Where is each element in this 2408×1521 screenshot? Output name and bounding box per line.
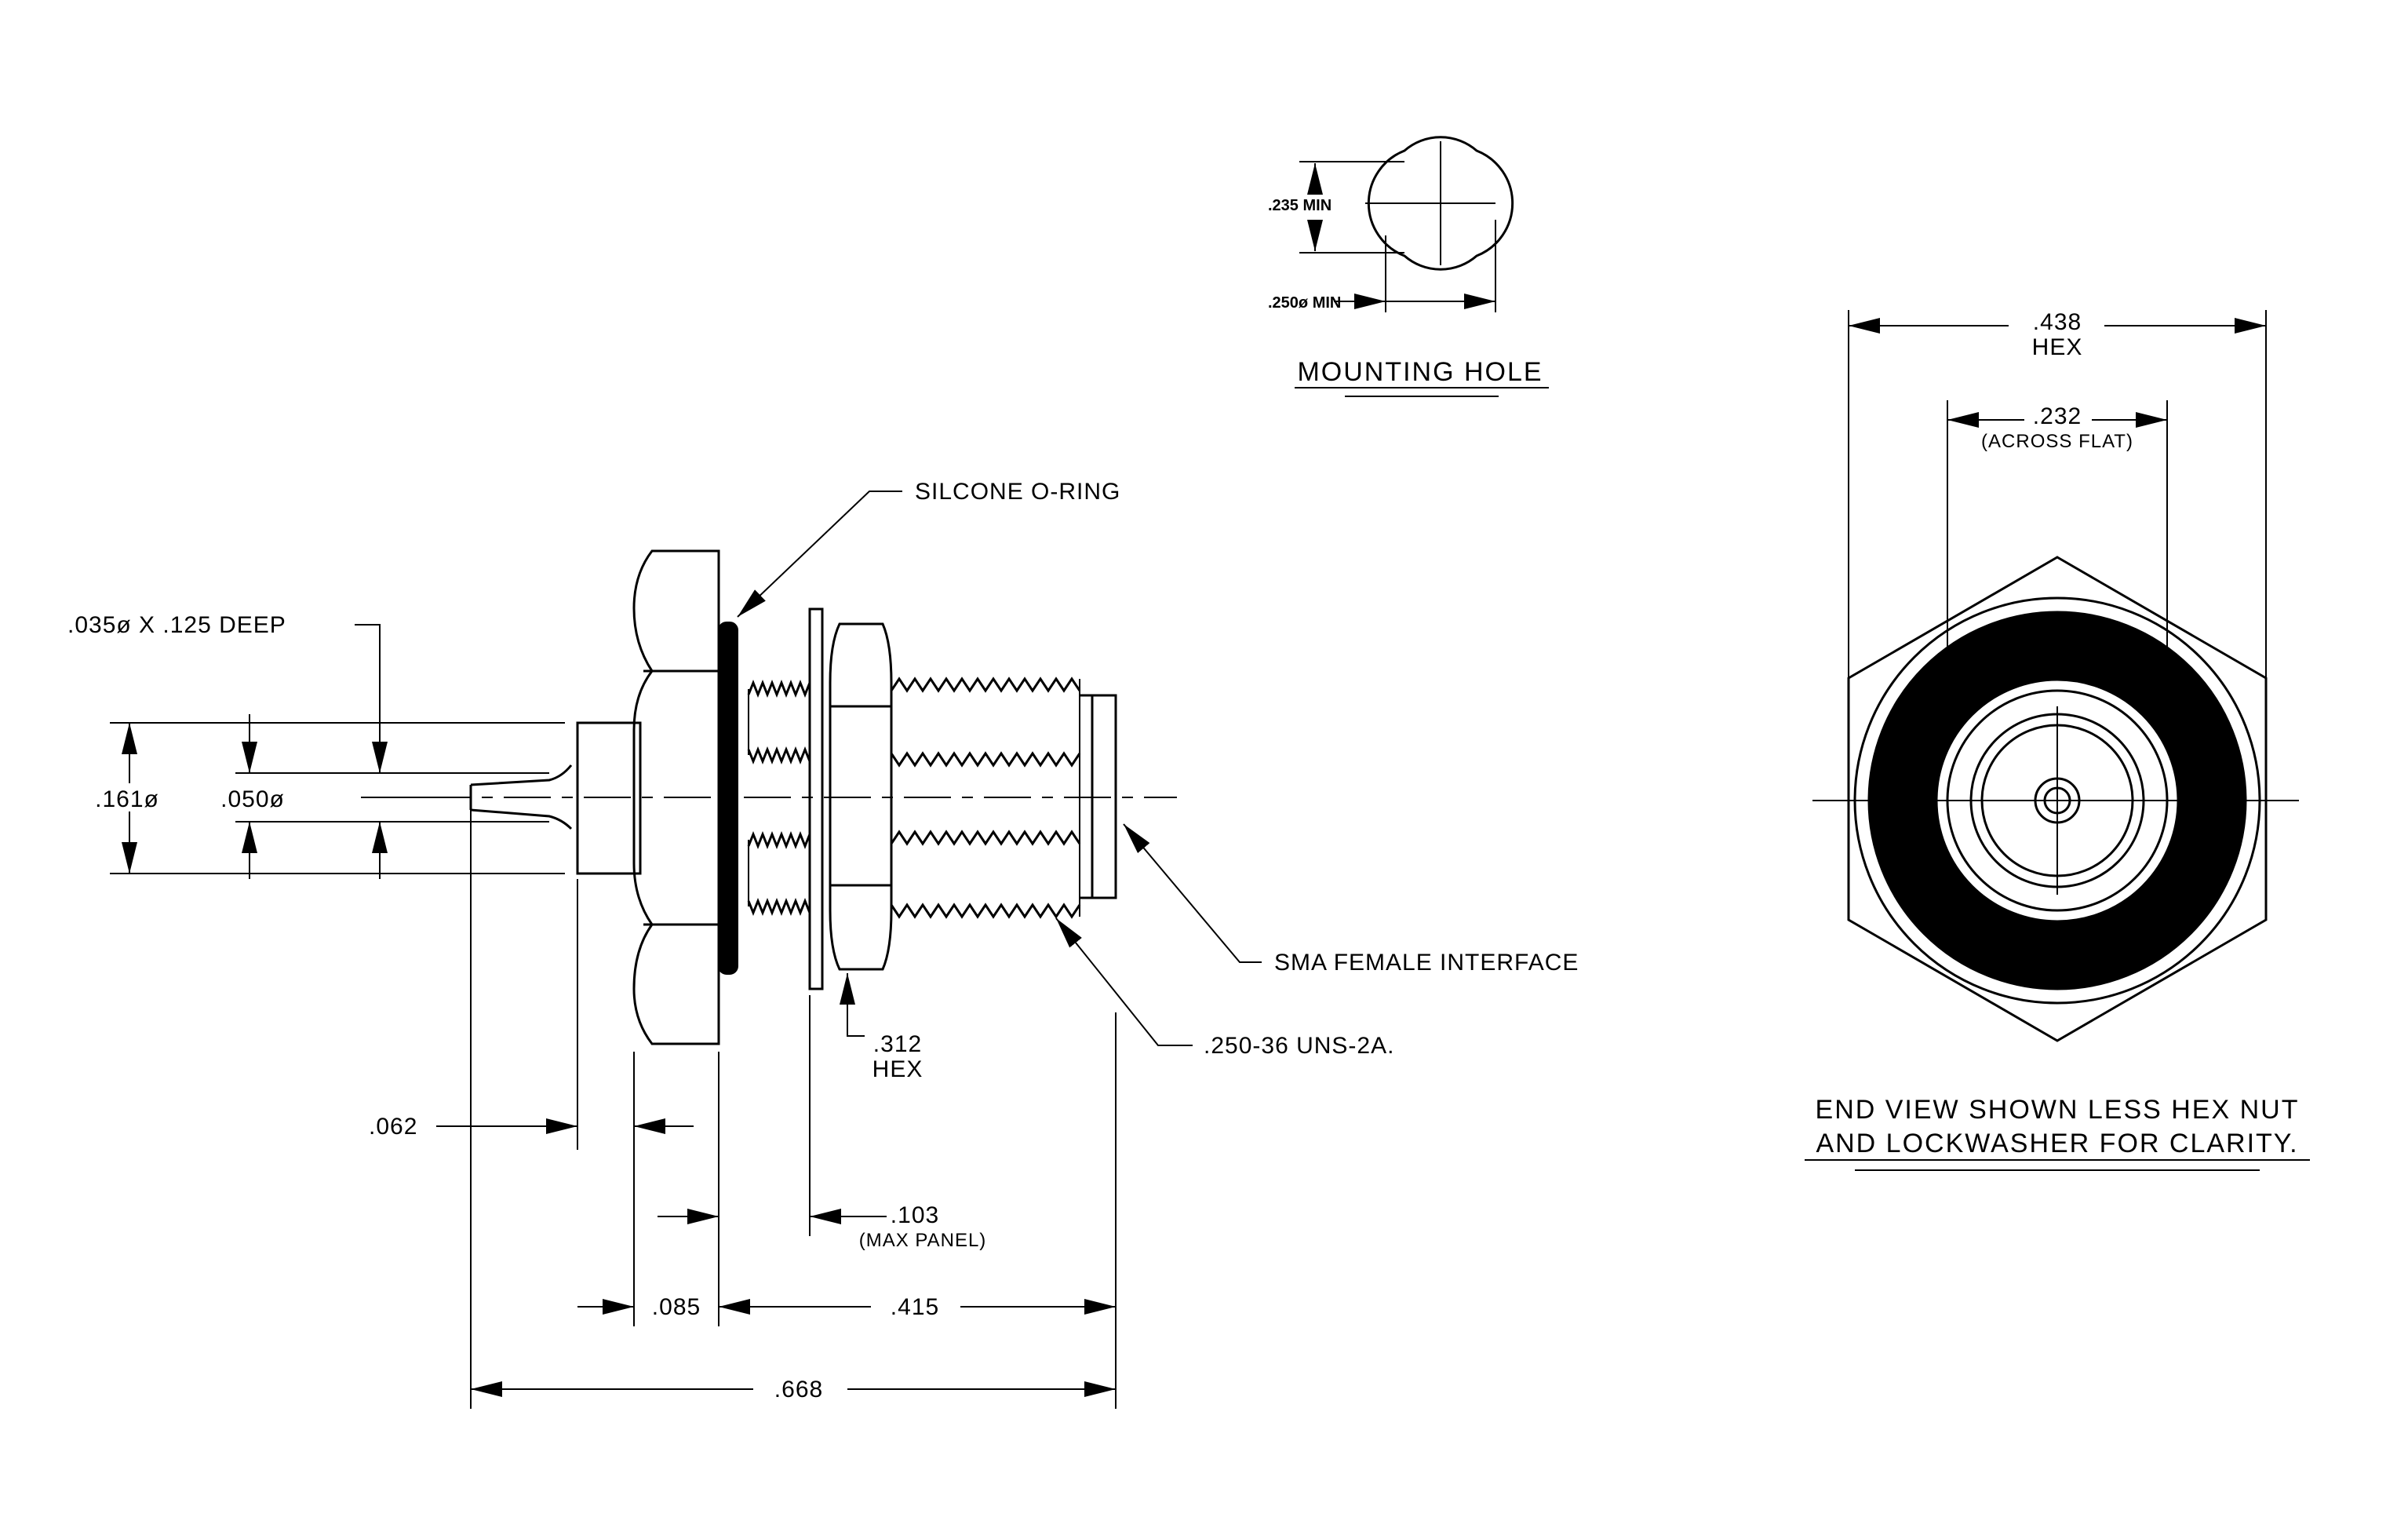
mounting-hole-250: .250ø MIN (1268, 294, 1341, 312)
end-hex-dim: .438 (2033, 309, 2082, 335)
lock-washer (808, 607, 824, 990)
end-flat-dim-sub: (ACROSS FLAT) (1981, 431, 2133, 452)
mounting-hole-235: .235 MIN (1268, 197, 1332, 214)
thread-section-2 (890, 677, 1081, 919)
sma-interface-label: SMA FEMALE INTERFACE (1274, 950, 1579, 976)
nut-hex-dim-sub: HEX (872, 1056, 923, 1082)
end-view: .438 HEX .232 (ACROSS FLAT) END VIEW SHO… (1805, 309, 2310, 1171)
dim-103-sub: (MAX PANEL) (859, 1230, 987, 1251)
dim-085: .085 (652, 1294, 701, 1320)
side-view: .161ø .050ø .035ø X .125 DEEP SILCONE O-… (67, 479, 1579, 1409)
end-view-caption-1: END VIEW SHOWN LESS HEX NUT (1816, 1095, 2300, 1125)
end-hex-dim-sub: HEX (2032, 334, 2083, 360)
hole-depth-label: .035ø X .125 DEEP (67, 612, 286, 638)
nut-hex-dim: .312 (873, 1031, 922, 1057)
pin-end (469, 764, 573, 1409)
collar (576, 721, 642, 875)
o-ring-label: SILCONE O-RING (915, 479, 1120, 505)
axial-extensions (577, 879, 1117, 1409)
end-view-caption-2: AND LOCKWASHER FOR CLARITY. (1816, 1129, 2298, 1158)
thread-label: .250-36 UNS-2A. (1204, 1033, 1394, 1059)
end-flat-dim: .232 (2033, 403, 2082, 429)
interface-face (1091, 694, 1117, 899)
mounting-hole-view: .235 MIN .250ø MIN MOUNTING HOLE (1268, 136, 1549, 397)
thread-section-1 (747, 679, 811, 917)
dim-103: .103 (891, 1202, 939, 1228)
dim-668: .668 (774, 1377, 823, 1402)
dim-050-dia: .050ø (220, 786, 285, 812)
dim-161-dia: .161ø (95, 786, 159, 812)
mounting-hole-title: MOUNTING HOLE (1297, 357, 1543, 387)
diameter-extensions (110, 722, 565, 874)
hex-flange (632, 549, 720, 1045)
dim-062: .062 (369, 1114, 417, 1140)
hex-nut (829, 622, 893, 971)
dim-415: .415 (891, 1294, 939, 1320)
o-ring (718, 622, 738, 975)
